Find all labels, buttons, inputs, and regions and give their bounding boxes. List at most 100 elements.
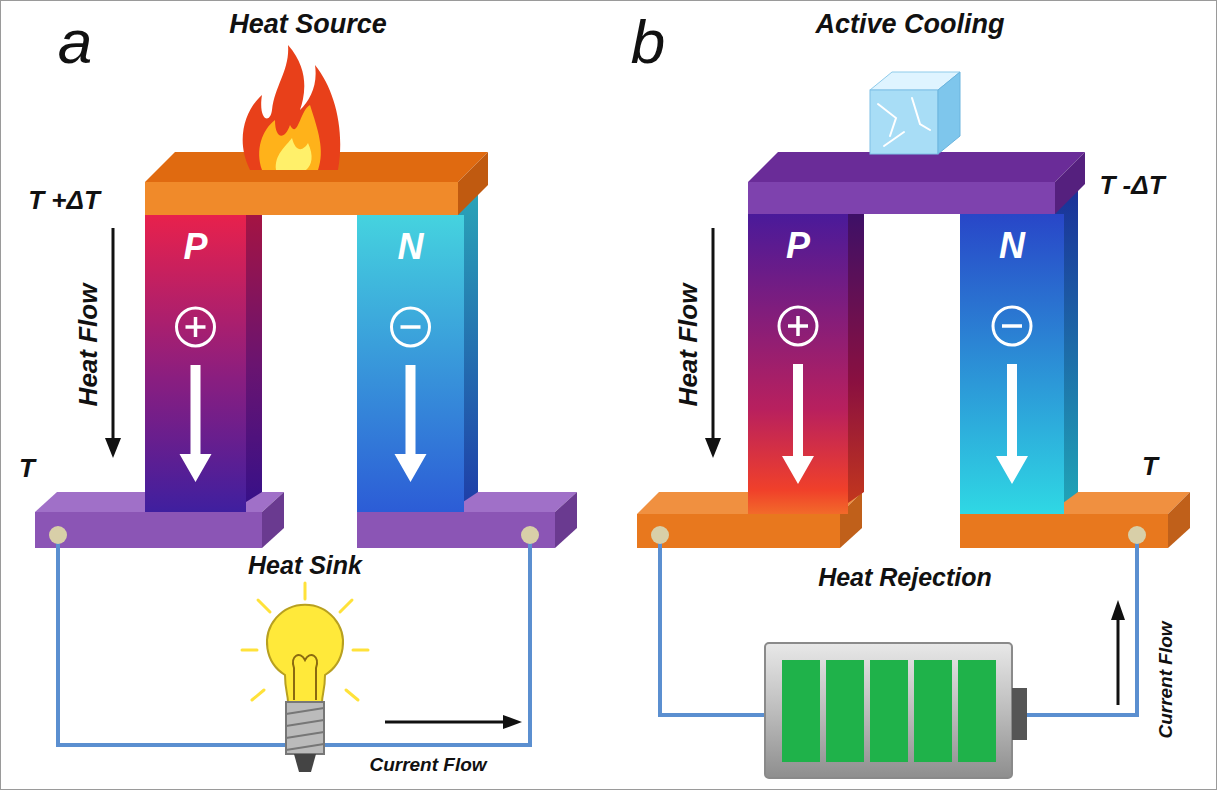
wire (660, 535, 766, 715)
bulb-base (286, 702, 324, 754)
bulb-glass (267, 605, 343, 702)
cold-plate-top (748, 152, 1085, 182)
p-type-leg: P (748, 214, 848, 514)
ice-front (870, 90, 938, 154)
heat-flow-arrow (705, 228, 721, 458)
terminal-dot (49, 526, 67, 544)
arrow-head (1111, 600, 1125, 620)
heat-flow-arrow (105, 228, 121, 458)
battery-cell (914, 660, 952, 762)
temperature-label: T -ΔT (1099, 171, 1164, 200)
circuit-wire (49, 526, 539, 745)
carrier-arrow (996, 364, 1028, 484)
current-flow-label-holder: Current Flow (1156, 621, 1177, 738)
flame-icon (243, 45, 341, 170)
wire (1026, 535, 1137, 715)
leg-type-letter: P (748, 214, 848, 266)
temperature-label-holder: T (19, 454, 35, 483)
flame-core (276, 138, 312, 170)
thread-line (286, 744, 324, 750)
panel-letter-holder: a (58, 8, 92, 76)
temperature-label-holder: T -ΔT (1099, 171, 1164, 200)
terminal-dot (521, 526, 539, 544)
temperature-label: T +ΔT (28, 186, 100, 215)
light-bulb-icon (242, 583, 368, 772)
heat-flow-label-holder: Heat Flow (74, 284, 103, 407)
arrow-shaft (112, 228, 115, 442)
battery-cell (826, 660, 864, 762)
heat-source-title: Heat Source (229, 10, 387, 40)
current-flow-arrow (1111, 600, 1125, 705)
temperature-label: T (1142, 452, 1158, 481)
carrier-arrow (180, 365, 212, 482)
charge-circle (993, 307, 1031, 345)
current-flow-arrow (385, 715, 522, 729)
arrow-head (503, 715, 522, 729)
flame-outer (243, 45, 341, 170)
ice-side (938, 72, 960, 154)
charge-sign (796, 316, 800, 336)
arrow-head (705, 438, 721, 458)
ray (346, 690, 358, 700)
charge-circle (177, 308, 215, 346)
charge-circle (392, 308, 430, 346)
ray (252, 690, 264, 700)
heat-flow-label: Heat Flow (674, 284, 703, 407)
battery-case (765, 643, 1012, 778)
current-flow-label-holder: Current Flow (369, 755, 486, 776)
panel-letter: b (631, 8, 665, 76)
cold-plate (748, 152, 1085, 214)
rejection-plate-front (960, 514, 1168, 548)
heat-sink-plate-front (357, 512, 555, 548)
ray (258, 600, 270, 612)
carrier-arrow (782, 364, 814, 484)
rejection-plate-front (637, 514, 840, 548)
charge-sign (194, 317, 198, 337)
leg-type-letter: P (145, 215, 246, 267)
ray (304, 583, 307, 599)
battery-icon (765, 643, 1027, 778)
ray (340, 600, 352, 612)
arrow-shaft (1117, 616, 1120, 705)
rejection-plate-side (1168, 492, 1190, 548)
battery-terminal (1012, 688, 1027, 740)
charge-sign (401, 325, 421, 329)
thread-line (286, 708, 324, 714)
heat-flow-label-holder: Heat Flow (674, 284, 703, 407)
hot-plate-side (458, 152, 488, 215)
current-flow-label: Current Flow (1156, 621, 1177, 738)
temperature-label-holder: T +ΔT (28, 186, 100, 215)
wire (58, 535, 530, 745)
active-cooling-title-holder: Active Cooling (815, 10, 1004, 40)
arrow-shaft (712, 228, 715, 442)
heat-flow-label: Heat Flow (74, 284, 103, 407)
battery-cell (870, 660, 908, 762)
terminal-dot (651, 526, 669, 544)
heat-rejection-label: Heat Rejection (818, 564, 992, 592)
cold-plate-side (1055, 152, 1085, 214)
heat-sink-plate-side (555, 492, 577, 548)
n-type-leg: N (357, 215, 464, 512)
thread-line (286, 720, 324, 726)
flame-middle (259, 105, 321, 170)
bulb-thread (286, 708, 324, 750)
panel-letter: a (58, 8, 92, 76)
arrow-head (105, 438, 121, 458)
panel-b-plates (637, 492, 1190, 548)
arrow-shaft (385, 721, 506, 724)
leg-type-letter: N (960, 214, 1064, 266)
ray (242, 649, 257, 652)
cold-plate-front (748, 182, 1055, 214)
thread-line (286, 732, 324, 738)
charge-circle (779, 307, 817, 345)
p-type-leg: P (145, 215, 246, 512)
temperature-label: T (19, 454, 35, 483)
heat-source-title-holder: Heat Source (229, 10, 387, 40)
terminal-dot (1128, 526, 1146, 544)
bulb-tip (294, 754, 316, 772)
current-flow-label: Current Flow (369, 755, 486, 776)
